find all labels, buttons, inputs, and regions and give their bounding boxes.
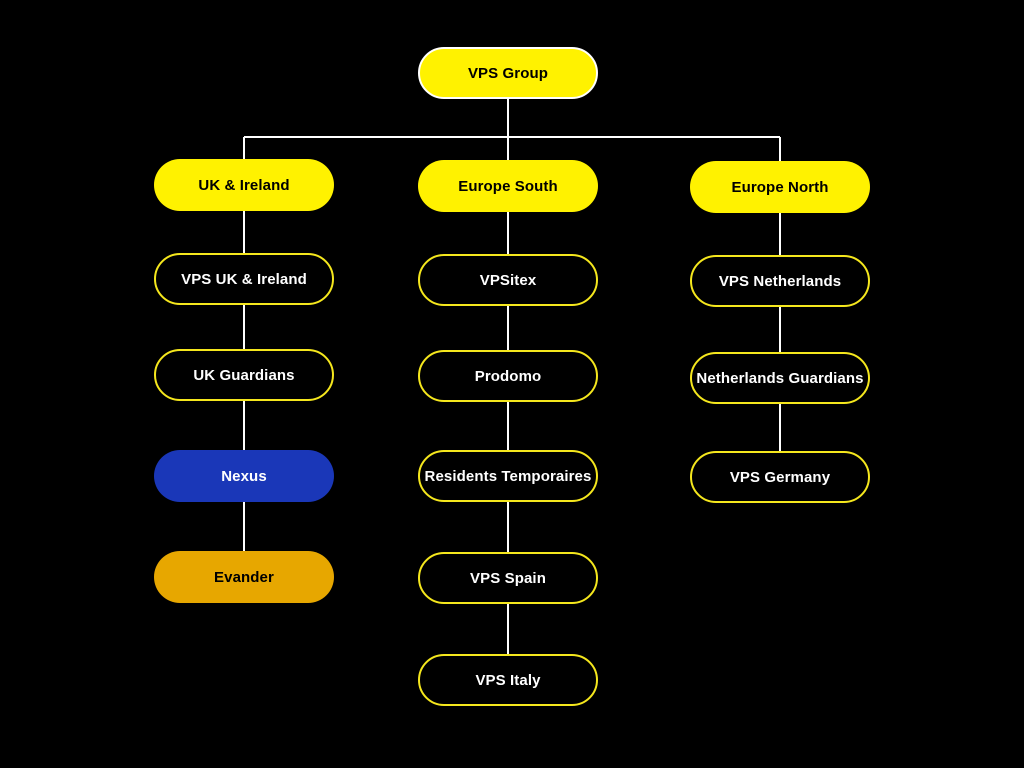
entity-node-nexus: Nexus [154,450,334,502]
entity-node-residents-temporaires: Residents Temporaires [418,450,598,502]
entity-node-vps-netherlands: VPS Netherlands [690,255,870,307]
entity-node-evander: Evander [154,551,334,603]
entity-node-uk-guardians: UK Guardians [154,349,334,401]
entity-node-vps-germany: VPS Germany [690,451,870,503]
entity-node-vps-spain: VPS Spain [418,552,598,604]
root-node-vps-group: VPS Group [418,47,598,99]
entity-node-prodomo: Prodomo [418,350,598,402]
region-node-europe-south: Europe South [418,160,598,212]
entity-node-vpsitex: VPSitex [418,254,598,306]
entity-node-vps-uk-and-ireland: VPS UK & Ireland [154,253,334,305]
region-node-uk-and-ireland: UK & Ireland [154,159,334,211]
entity-node-vps-italy: VPS Italy [418,654,598,706]
region-node-europe-north: Europe North [690,161,870,213]
entity-node-netherlands-guardians: Netherlands Guardians [690,352,870,404]
